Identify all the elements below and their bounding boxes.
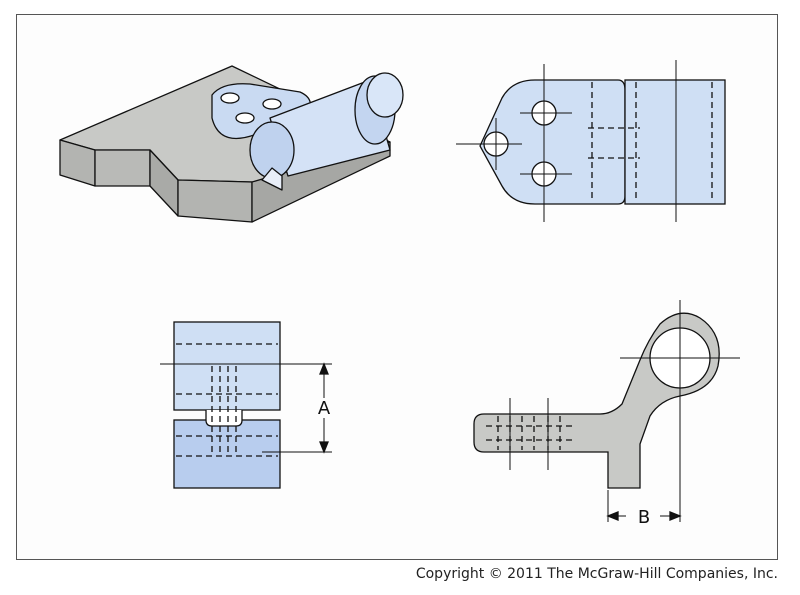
dimension-b-label: B bbox=[638, 507, 650, 528]
dimension-a-label: A bbox=[318, 398, 331, 419]
front-view bbox=[160, 321, 332, 489]
copyright-notice: Copyright © 2011 The McGraw-Hill Compani… bbox=[415, 566, 778, 582]
side-view bbox=[473, 300, 740, 522]
isometric-view bbox=[59, 65, 404, 223]
top-view bbox=[456, 60, 726, 222]
